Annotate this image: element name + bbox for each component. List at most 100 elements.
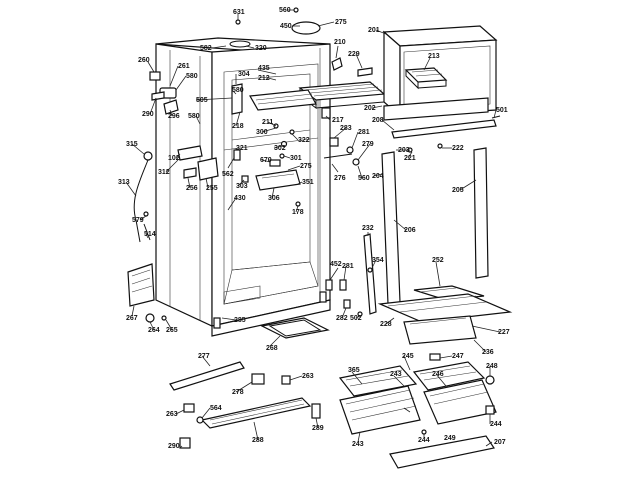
callout-277: 277 xyxy=(198,353,210,360)
callout-276: 276 xyxy=(334,175,346,182)
door-shelf-207 xyxy=(389,435,495,469)
callout-205: 205 xyxy=(452,187,464,194)
grille-288 xyxy=(200,397,312,429)
callout-283: 283 xyxy=(340,125,352,132)
crisper-drawer-227 xyxy=(403,315,477,345)
freezer-door xyxy=(382,25,498,118)
callout-282: 282 xyxy=(336,315,348,322)
callout-260: 260 xyxy=(138,57,150,64)
callout-505: 505 xyxy=(196,97,208,104)
callout-300: 300 xyxy=(256,129,268,136)
callout-275: 275 xyxy=(335,19,347,26)
vegetable-pan-right xyxy=(412,361,497,425)
callout-275: 275 xyxy=(300,163,312,170)
refrigerator-wire-shelf xyxy=(249,89,317,111)
callout-245: 245 xyxy=(402,353,414,360)
drip-tray xyxy=(260,317,330,339)
callout-202: 202 xyxy=(364,105,376,112)
callout-178: 178 xyxy=(292,209,304,216)
callout-201: 201 xyxy=(368,27,380,34)
callout-580: 580 xyxy=(188,113,200,120)
callout-306: 306 xyxy=(268,195,280,202)
callout-304: 304 xyxy=(238,71,250,78)
vegetable-pan-left xyxy=(338,365,421,435)
callout-248: 248 xyxy=(486,363,498,370)
callout-227: 227 xyxy=(498,329,510,336)
callout-211: 211 xyxy=(262,119,273,126)
callout-430: 430 xyxy=(234,195,246,202)
callout-267: 267 xyxy=(126,315,138,322)
callout-236: 236 xyxy=(482,349,494,356)
callout-560: 560 xyxy=(279,7,291,14)
callout-321: 321 xyxy=(236,145,248,152)
callout-217: 217 xyxy=(332,117,344,124)
callout-289: 289 xyxy=(312,425,324,432)
callout-218: 218 xyxy=(232,123,244,130)
callout-281: 281 xyxy=(358,129,370,136)
callout-579: 579 xyxy=(132,217,144,224)
callout-502: 502 xyxy=(350,315,362,322)
callout-312: 312 xyxy=(158,169,170,176)
callout-212: 212 xyxy=(258,75,270,82)
callout-351: 351 xyxy=(302,179,314,186)
ice-tray xyxy=(404,67,448,90)
callout-247: 247 xyxy=(452,353,464,360)
callout-229: 229 xyxy=(348,51,360,58)
callout-582: 582 xyxy=(200,45,212,52)
callout-452: 452 xyxy=(330,261,342,268)
callout-296: 296 xyxy=(168,113,180,120)
callout-631: 631 xyxy=(233,9,245,16)
callout-285: 285 xyxy=(234,317,246,324)
callout-244: 244 xyxy=(418,437,430,444)
callout-670: 670 xyxy=(260,157,272,164)
callout-501: 501 xyxy=(496,107,508,114)
callout-562: 562 xyxy=(222,171,234,178)
callout-580: 580 xyxy=(232,87,244,94)
callout-203: 203 xyxy=(398,147,410,154)
callout-302: 302 xyxy=(274,145,286,152)
callout-261: 261 xyxy=(178,63,190,70)
callout-243: 243 xyxy=(352,441,364,448)
callout-450: 450 xyxy=(280,23,292,30)
callout-206: 206 xyxy=(404,227,416,234)
door-gasket-vertical xyxy=(473,147,489,279)
callout-208: 208 xyxy=(372,117,384,124)
callout-249: 249 xyxy=(444,435,456,442)
callout-365: 365 xyxy=(348,367,360,374)
callout-281: 281 xyxy=(342,263,354,270)
callout-290: 290 xyxy=(168,443,180,450)
callout-264: 264 xyxy=(148,327,160,334)
callout-435: 435 xyxy=(258,65,270,72)
callout-320: 320 xyxy=(255,45,267,52)
callout-255: 255 xyxy=(206,185,218,192)
callout-580: 580 xyxy=(186,73,198,80)
callout-210: 210 xyxy=(334,39,346,46)
bracket-277 xyxy=(169,361,245,391)
callout-207: 207 xyxy=(494,439,506,446)
callout-265: 265 xyxy=(166,327,178,334)
callout-204: 204 xyxy=(372,173,384,180)
callout-354: 354 xyxy=(372,257,384,264)
callout-278: 278 xyxy=(232,389,244,396)
callout-301: 301 xyxy=(290,155,302,162)
callout-232: 232 xyxy=(362,225,374,232)
callout-222: 222 xyxy=(452,145,464,152)
callout-560: 560 xyxy=(358,175,370,182)
callout-246: 246 xyxy=(432,371,444,378)
crisper-cover-228 xyxy=(377,293,513,323)
callout-288: 288 xyxy=(252,437,264,444)
callout-102: 102 xyxy=(168,155,180,162)
callout-228: 228 xyxy=(380,321,392,328)
door-hinge-strip xyxy=(391,119,497,139)
small-parts xyxy=(127,7,501,449)
callout-252: 252 xyxy=(432,257,444,264)
callout-514: 514 xyxy=(144,231,156,238)
callout-313: 313 xyxy=(118,179,130,186)
callout-213: 213 xyxy=(428,53,440,60)
callout-315: 315 xyxy=(126,141,138,148)
callout-290: 290 xyxy=(142,111,154,118)
callout-322: 322 xyxy=(298,137,310,144)
door-shelf-top xyxy=(383,97,489,121)
